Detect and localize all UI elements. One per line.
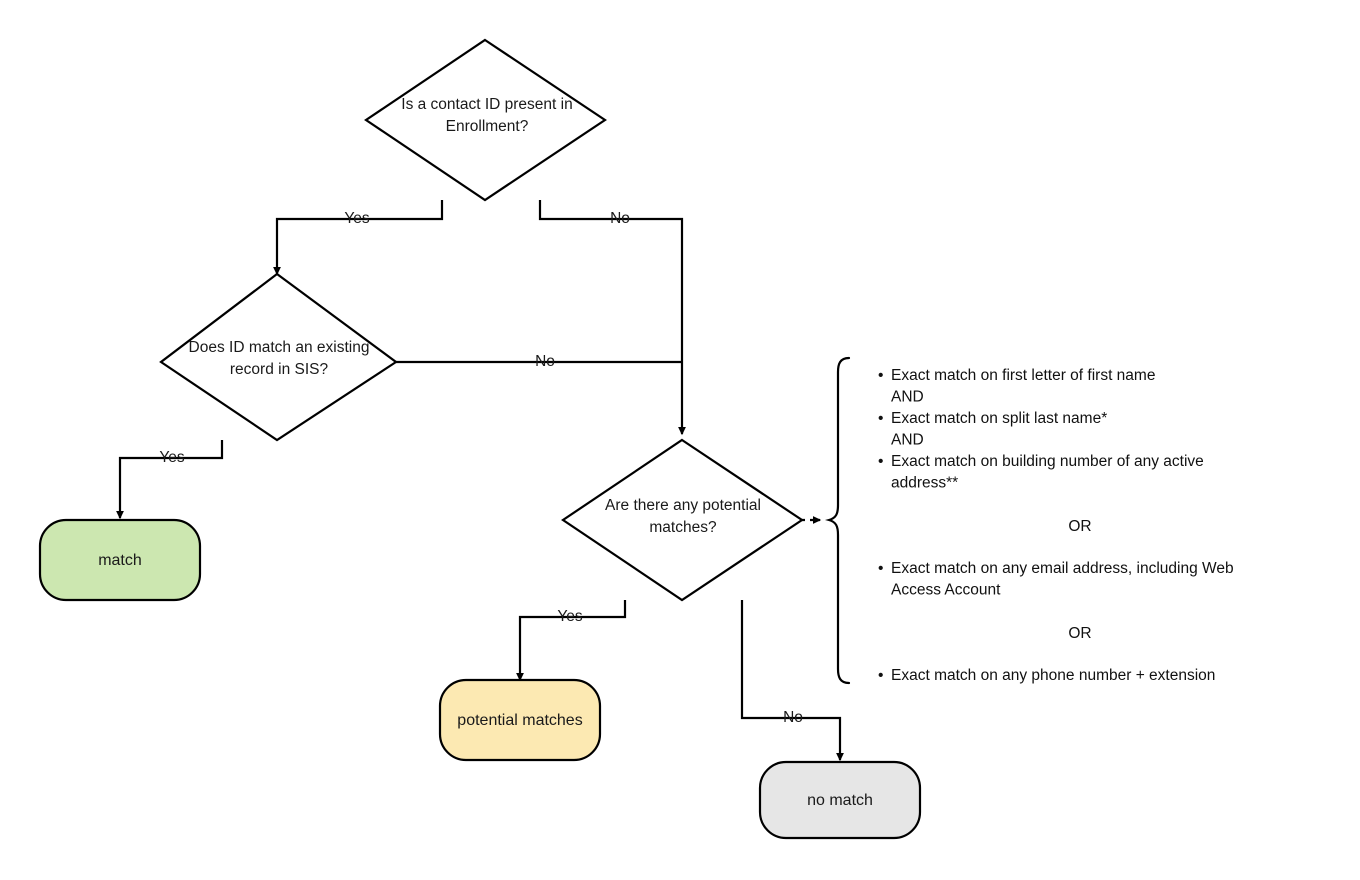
decision-contact-id-present-line1: Is a contact ID present in xyxy=(401,96,572,113)
criteria-item: Exact match on first letter of first nam… xyxy=(891,367,1155,384)
edge-contact-id-no: No xyxy=(538,200,686,436)
edge-label-potential-yes: Yes xyxy=(557,608,583,625)
criteria-bullet-icon: • xyxy=(878,410,883,427)
criteria-item-continuation: AND xyxy=(891,389,924,406)
edge-sis-yes: Yes xyxy=(116,440,224,520)
criteria-item: Exact match on split last name* xyxy=(891,410,1107,427)
edge-label-sis-no: No xyxy=(535,353,555,370)
criteria-bullet-icon: • xyxy=(878,367,883,384)
terminal-match[interactable]: match xyxy=(38,518,202,602)
decision-id-match-sis-line1: Does ID match an existing xyxy=(189,339,370,356)
edge-potential-yes: Yes xyxy=(516,600,627,682)
edge-label-contact-id-no: No xyxy=(610,210,630,227)
terminal-potential-matches-shape xyxy=(438,678,602,762)
criteria-or-separator: OR xyxy=(1068,625,1091,642)
decision-potential-matches-line2: matches? xyxy=(649,519,717,536)
criteria-bullet-icon: • xyxy=(878,453,883,470)
decision-contact-id-present[interactable]: Is a contact ID present in Enrollment? xyxy=(364,38,607,202)
decision-id-match-sis[interactable]: Does ID match an existing record in SIS? xyxy=(159,272,398,442)
terminal-no-match-label: no match xyxy=(807,792,873,809)
criteria-item: Exact match on any phone number + extens… xyxy=(891,667,1215,684)
criteria-item-continuation: Access Account xyxy=(891,582,1001,599)
decision-contact-id-present-shape xyxy=(364,38,607,202)
criteria-bullet-icon: • xyxy=(878,667,883,684)
terminal-match-label: match xyxy=(98,552,142,569)
decision-id-match-sis-line2: record in SIS? xyxy=(230,361,329,378)
edge-sis-no: No xyxy=(396,353,682,370)
terminal-no-match-shape xyxy=(758,760,922,840)
decision-contact-id-present-line2: Enrollment? xyxy=(446,118,529,135)
decision-potential-matches-shape xyxy=(561,438,804,602)
criteria-annotation: • Exact match on first letter of first na… xyxy=(878,367,1234,684)
edge-label-potential-no: No xyxy=(783,709,803,726)
edge-label-sis-yes: Yes xyxy=(159,449,185,466)
terminal-match-shape xyxy=(38,518,202,602)
terminal-potential-matches-label: potential matches xyxy=(457,712,582,729)
edge-label-contact-id-yes: Yes xyxy=(344,210,370,227)
decision-potential-matches-line1: Are there any potential xyxy=(605,497,761,514)
edge-contact-id-yes: Yes xyxy=(273,200,444,276)
terminal-potential-matches[interactable]: potential matches xyxy=(438,678,602,762)
terminal-no-match[interactable]: no match xyxy=(758,760,922,840)
decision-id-match-sis-shape xyxy=(159,272,398,442)
criteria-item: Exact match on building number of any ac… xyxy=(891,453,1204,470)
criteria-item: Exact match on any email address, includ… xyxy=(891,560,1234,577)
criteria-or-separator: OR xyxy=(1068,518,1091,535)
criteria-item-continuation: address** xyxy=(891,475,958,492)
criteria-item-continuation: AND xyxy=(891,432,924,449)
criteria-bullet-icon: • xyxy=(878,560,883,577)
edge-potential-no: No xyxy=(740,600,844,762)
decision-potential-matches[interactable]: Are there any potential matches? xyxy=(561,438,804,602)
criteria-brace xyxy=(825,356,851,685)
